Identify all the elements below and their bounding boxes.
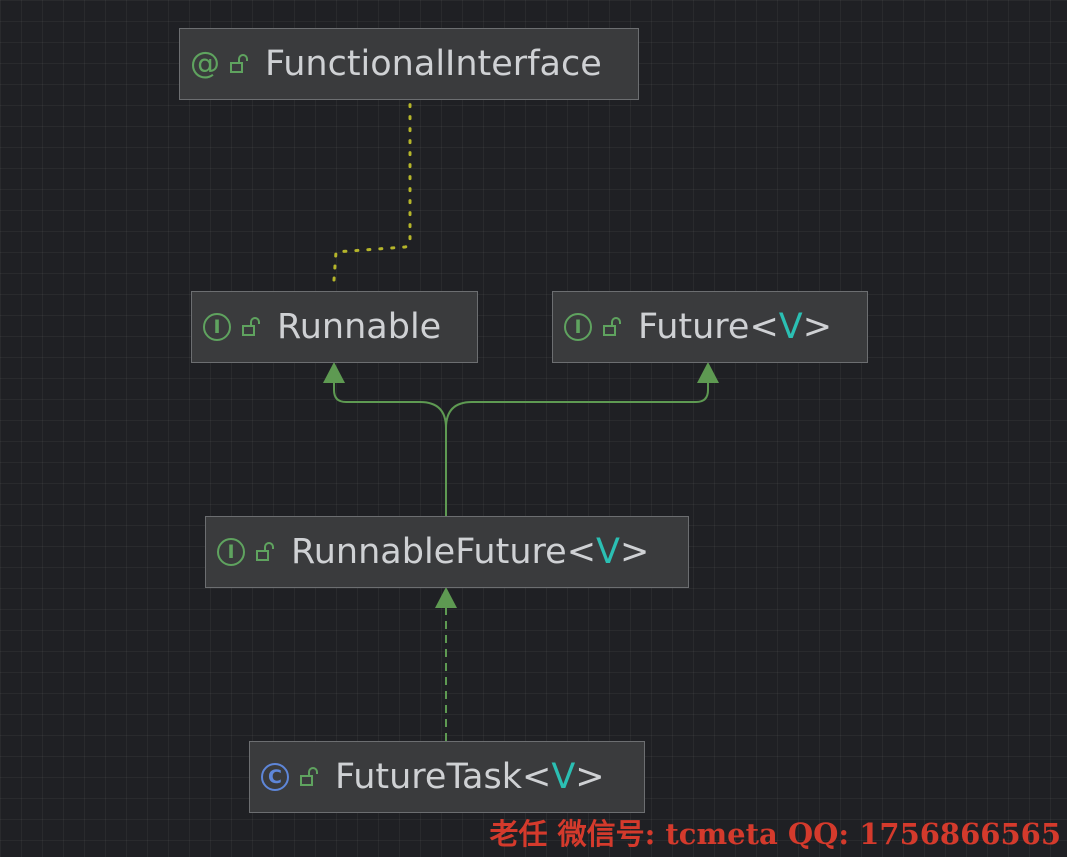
node-runnable-future[interactable]: I RunnableFuture<V> [205,516,689,588]
watermark-text: 老任 微信号: tcmeta QQ: 1756866565 [489,817,1061,851]
node-future[interactable]: I Future<V> [552,291,868,363]
type-open: < [522,757,552,797]
arrowhead-future [697,362,719,383]
annotation-icon: @ [190,46,220,81]
type-close: > [619,532,650,572]
interface-icon: I [564,313,592,341]
type-open: < [749,307,779,347]
type-param: V [596,532,620,572]
type-param: V [551,757,576,797]
unlocked-icon [230,54,248,73]
node-functional-interface[interactable]: @ FunctionalInterface [179,28,639,100]
node-runnable[interactable]: I Runnable [191,291,478,363]
node-label: Future [638,307,750,347]
interface-icon: I [217,538,245,566]
unlocked-icon [300,767,318,786]
node-label: Runnable [277,307,442,347]
type-open: < [566,532,597,572]
arrowhead-runnable [323,362,345,383]
unlocked-icon [242,317,260,336]
edge-runnablefuture-future [445,378,709,429]
edge-runnablefuture-runnable [333,378,447,516]
arrowhead-runnablefuture [435,587,457,608]
type-close: > [575,757,605,797]
unlocked-icon [603,317,621,336]
interface-icon: I [203,313,231,341]
edge-runnable-functionalinterface [332,98,412,282]
class-icon: C [261,763,289,791]
type-close: > [802,307,833,347]
type-param: V [778,307,803,347]
node-label: FutureTask [335,757,522,797]
node-future-task[interactable]: C FutureTask<V> [249,741,645,813]
node-label: RunnableFuture [291,532,567,572]
unlocked-icon [256,542,274,561]
node-label: FunctionalInterface [265,44,602,84]
